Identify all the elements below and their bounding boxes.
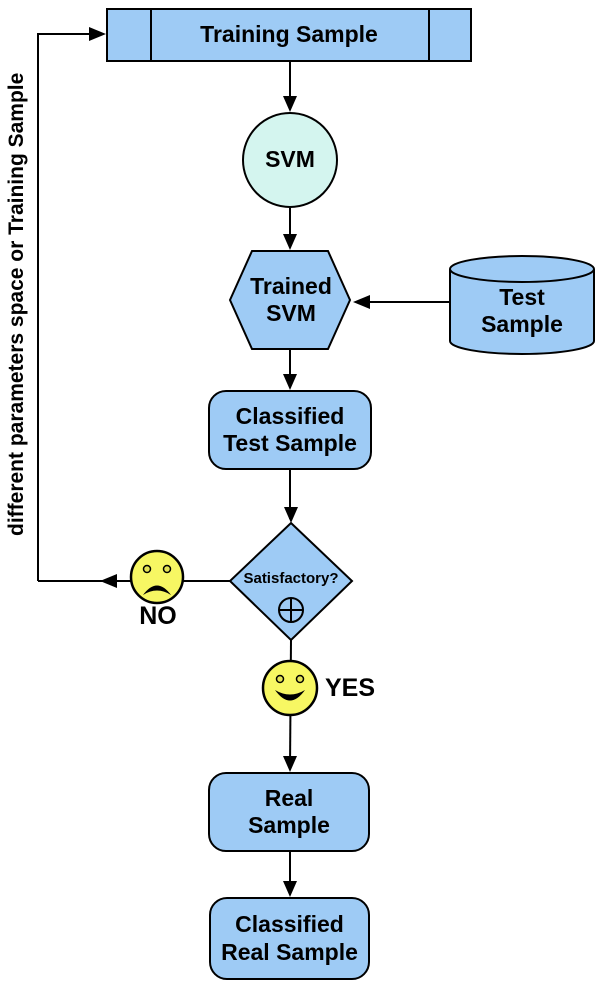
node-real-sample: Real Sample [208, 772, 370, 852]
node-svm-label: SVM [265, 146, 315, 173]
node-classified-real-sample: Classified Real Sample [209, 897, 370, 980]
circle-plus-icon [278, 597, 304, 623]
node-svm: SVM [242, 112, 338, 208]
node-training-sample-label: Training Sample [200, 21, 378, 48]
arrowhead-down-icon [283, 234, 297, 250]
node-classified-test-sample: Classified Test Sample [208, 390, 372, 470]
arrowhead-left-icon [353, 295, 370, 309]
arrowhead-down-icon [283, 96, 297, 112]
arrowhead-down-icon [283, 756, 297, 772]
predefined-process-divider [428, 10, 430, 60]
predefined-process-divider [150, 10, 152, 60]
node-trained-svm-label: Trained SVM [250, 273, 332, 327]
node-trained-svm-hexagon [228, 250, 352, 350]
happy-face-icon [261, 659, 319, 717]
branch-yes-label: YES [325, 674, 376, 702]
node-test-sample-cylinder-top [449, 255, 595, 283]
node-satisfactory-label: Satisfactory? [243, 570, 339, 587]
node-classified-test-sample-label: Classified Test Sample [223, 402, 357, 456]
node-classified-real-sample-label: Classified Real Sample [221, 911, 358, 965]
branch-no-label: NO [139, 602, 177, 630]
node-real-sample-label: Real Sample [248, 784, 330, 838]
node-test-sample-cylinder [449, 269, 595, 355]
arrowhead-down-icon [283, 374, 297, 390]
sad-face-icon [129, 549, 185, 605]
feedback-arrowhead-right-icon [89, 27, 106, 41]
feedback-loop-line [37, 33, 100, 581]
feedback-side-label: different parameters space or Training S… [5, 72, 28, 536]
node-test-sample-label: Test Sample [481, 284, 563, 338]
node-training-sample: Training Sample [106, 8, 472, 62]
no-arrowhead-left-icon [100, 574, 117, 588]
arrowhead-down-icon [284, 507, 298, 523]
arrowhead-down-icon [283, 881, 297, 897]
